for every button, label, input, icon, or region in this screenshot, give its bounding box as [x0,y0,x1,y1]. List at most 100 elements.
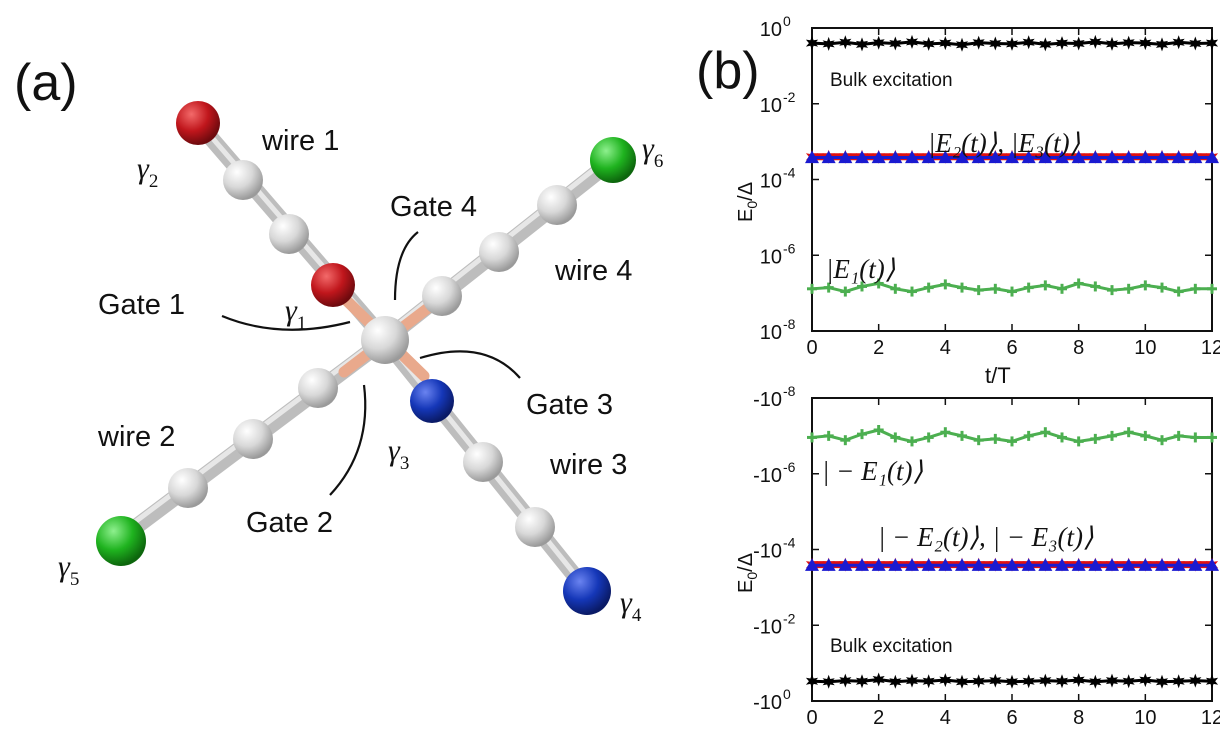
data-point [957,430,967,441]
data-point [1005,150,1019,164]
y-tick-exponent: -4 [783,535,796,551]
series--E3 [805,558,1219,571]
data-point [1090,281,1101,292]
site [223,160,263,200]
data-point [1188,558,1203,571]
data-point [889,674,902,689]
data-point [1205,674,1219,689]
data-point [807,432,817,443]
gate-4-leader [393,231,419,301]
y-tick-label: -10 [753,541,782,563]
data-point [1155,674,1169,689]
y-tick-label: -10 [753,389,782,411]
data-point [1055,150,1069,164]
bottom-y-axis-label: E0/Δ [735,553,760,593]
data-point [1157,282,1167,293]
data-point [955,37,969,52]
x-tick-label: 6 [1006,707,1017,729]
data-point [1090,433,1101,444]
x-tick-label: 2 [873,337,884,359]
gate-1-leader [221,314,351,331]
data-point [873,278,884,289]
gate-3-leader [419,350,521,379]
data-point [805,674,819,689]
gate-leader-lines [221,231,521,496]
data-point [888,558,903,571]
panel-a-label: (a) [14,54,78,112]
data-point [1022,674,1035,689]
data-point [1105,36,1119,51]
data-point [905,150,919,164]
data-point [972,35,985,50]
data-point [805,558,819,571]
data-point [1089,34,1102,49]
data-point [871,558,886,571]
data-point [1038,150,1053,164]
data-point [855,558,869,571]
gate-3-label: Gate 3 [526,389,613,421]
data-point [988,558,1003,571]
data-point [1005,36,1019,51]
top-bulk-annotation: Bulk excitation [830,70,953,91]
data-point [855,37,869,52]
data-point [922,674,935,689]
y-tick-exponent: -2 [783,610,796,626]
top-series [805,34,1219,297]
data-point [1189,36,1202,51]
y-tick-label: -10 [753,692,782,714]
data-point [872,35,885,50]
series-bulk [805,34,1219,52]
data-point [823,430,834,441]
site [422,276,462,316]
gamma-2-label: γ2 [137,152,158,192]
majorana-gamma-5-sphere [96,516,146,566]
bottom-e2-e3-annotation: | − E₂(t)⟩, | − E₃(t)⟩ [878,522,1094,552]
data-point [807,283,817,294]
central-site [361,316,409,364]
data-point [989,673,1002,688]
wire-sites [168,160,577,547]
data-point [1005,674,1019,689]
y-tick-label: 10 [760,95,782,117]
wire-3-label: wire 3 [549,449,627,481]
y-tick-label: 10 [760,171,782,193]
majorana-spheres [96,101,636,615]
data-point [1057,432,1067,443]
panel-b-label: (b) [696,42,760,100]
data-point [889,36,902,51]
data-point [1105,673,1119,688]
data-point [972,674,985,689]
data-point [1072,36,1085,51]
data-point [1023,430,1034,441]
gamma-6-label: γ6 [642,132,663,172]
data-point [1138,150,1153,164]
data-point [1038,558,1053,571]
data-point [1107,285,1117,296]
data-point [923,282,934,293]
data-point [907,436,917,447]
data-point [1157,435,1167,446]
y-tick-exponent: -4 [783,165,796,181]
site [269,214,309,254]
data-point [1105,558,1119,571]
data-point [1021,150,1036,164]
data-point [988,150,1003,164]
data-point [840,435,851,446]
data-point [989,36,1002,51]
x-tick-label: 12 [1201,707,1220,729]
data-point [921,150,936,164]
data-point [1039,673,1052,688]
data-point [1007,436,1017,447]
data-point [1122,35,1135,50]
gamma-3-label: γ3 [388,434,409,474]
gamma-labels: γ1 γ2 γ3 γ4 γ5 γ6 [58,132,663,626]
majorana-gamma-6-sphere [590,137,636,183]
data-point [1171,558,1186,571]
wire-1-label: wire 1 [261,125,339,157]
data-point [857,281,867,292]
data-point [1055,558,1069,571]
y-tick-label: 10 [760,246,782,268]
top-e1-annotation: |E₁(t)⟩ [826,254,896,284]
